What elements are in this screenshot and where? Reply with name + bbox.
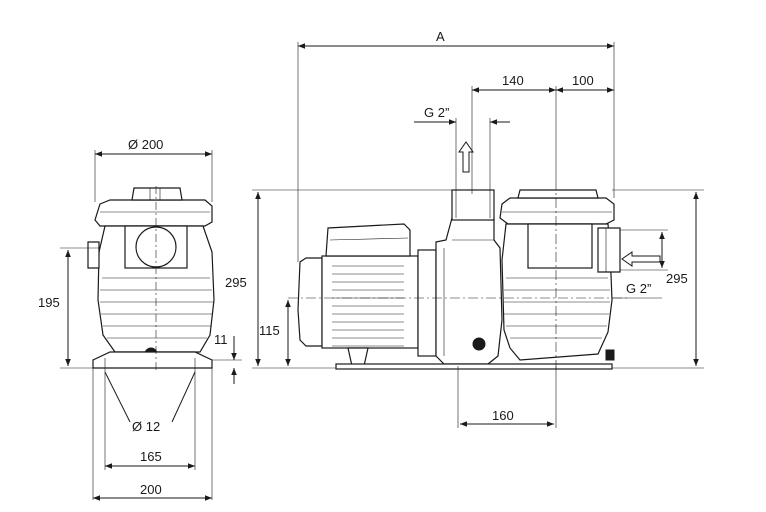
- front-base: [92, 351, 213, 369]
- side-dim-100: 100: [572, 73, 594, 88]
- side-dim-A: A: [436, 29, 445, 44]
- side-dim-295-right: 295: [666, 271, 688, 286]
- front-dim-200: 200: [140, 482, 162, 497]
- strainer-drain-plug: [605, 349, 615, 361]
- inlet-flow-arrow: [621, 251, 661, 267]
- front-dim-165: 165: [140, 449, 162, 464]
- front-dim-11: 11: [214, 332, 228, 347]
- front-view: Ø 200 195 11 Ø 12 165 200: [38, 137, 242, 501]
- side-dim-140: 140: [502, 73, 524, 88]
- side-dim-160: 160: [492, 408, 514, 423]
- strainer-handle: [517, 189, 599, 199]
- front-dim-195: 195: [38, 295, 60, 310]
- side-view: A 140 100 G 2” G 2” 295 295 115 160: [225, 29, 704, 428]
- front-lid: [94, 199, 213, 227]
- side-dim-g2-top: G 2”: [424, 105, 449, 120]
- front-dim-diameter-top: Ø 200: [128, 137, 163, 152]
- side-dim-g2-side: G 2”: [626, 281, 651, 296]
- strainer-inlet-port: [527, 223, 593, 269]
- outlet-flow-arrow: [458, 141, 474, 173]
- side-dim-295-left: 295: [225, 275, 247, 290]
- side-dim-115: 115: [259, 323, 280, 338]
- front-lid-handle: [131, 187, 183, 201]
- strainer-lid: [499, 197, 615, 225]
- pump-housing: [435, 217, 503, 365]
- inlet-stub: [597, 227, 621, 273]
- housing-drain-plug: [472, 337, 486, 351]
- outlet-pipe: [451, 189, 495, 221]
- side-base-plate: [335, 363, 613, 370]
- terminal-box: [325, 223, 411, 257]
- motor-flange: [417, 249, 437, 357]
- front-dim-hole-dia: Ø 12: [132, 419, 160, 434]
- motor-rear-cap: [297, 257, 323, 347]
- motor-foot: [347, 347, 369, 367]
- motor-body: [321, 255, 419, 349]
- front-left-stub: [87, 241, 100, 269]
